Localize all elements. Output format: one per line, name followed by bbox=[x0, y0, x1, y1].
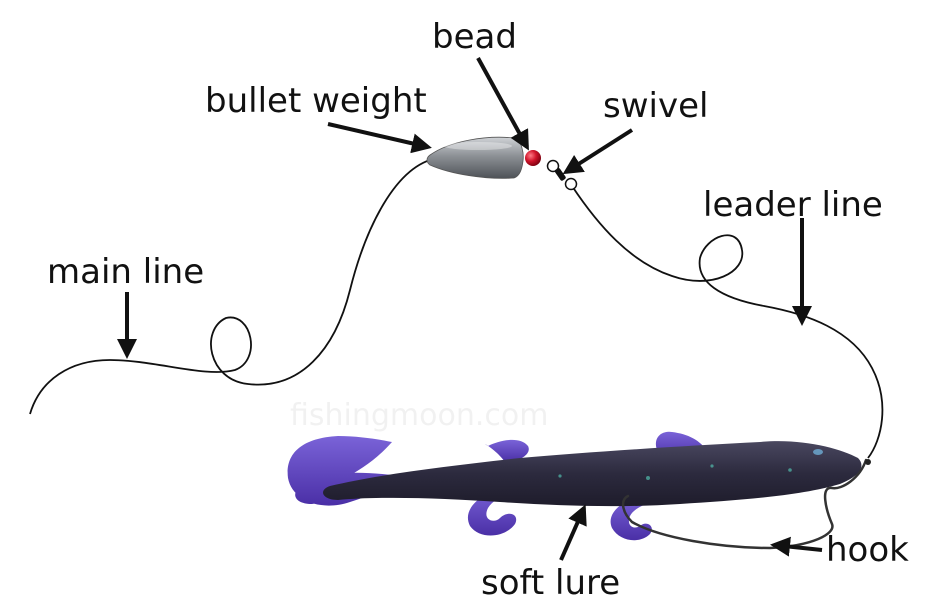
swivel bbox=[546, 159, 578, 191]
leader-line-label: leader line bbox=[703, 185, 883, 225]
soft-lure-label: soft lure bbox=[481, 563, 621, 603]
bullet-weight-label: bullet weight bbox=[205, 81, 427, 121]
hook bbox=[621, 458, 868, 550]
bullet-weight-highlight bbox=[444, 142, 512, 150]
lure-back-leg-top bbox=[484, 439, 529, 462]
lure-body bbox=[323, 441, 862, 507]
soft-lure bbox=[287, 431, 862, 541]
hook-label: hook bbox=[826, 530, 909, 570]
lure-eye bbox=[813, 449, 823, 455]
swivel-label: swivel bbox=[603, 86, 709, 126]
leader-line bbox=[571, 185, 884, 459]
bullet-weight-arrow bbox=[327, 122, 432, 154]
main-line-label: main line bbox=[47, 252, 205, 292]
hook-eye bbox=[865, 459, 871, 465]
watermark: fishingmoon.com bbox=[290, 398, 549, 433]
bead-label: bead bbox=[432, 17, 517, 57]
main-line bbox=[29, 157, 439, 415]
swivel-arrow bbox=[562, 128, 634, 175]
hook-arrow bbox=[770, 536, 823, 557]
bullet-weight bbox=[426, 136, 524, 179]
bead-arrow bbox=[476, 57, 529, 151]
bead bbox=[525, 150, 541, 166]
soft-lure-arrow bbox=[559, 504, 587, 561]
